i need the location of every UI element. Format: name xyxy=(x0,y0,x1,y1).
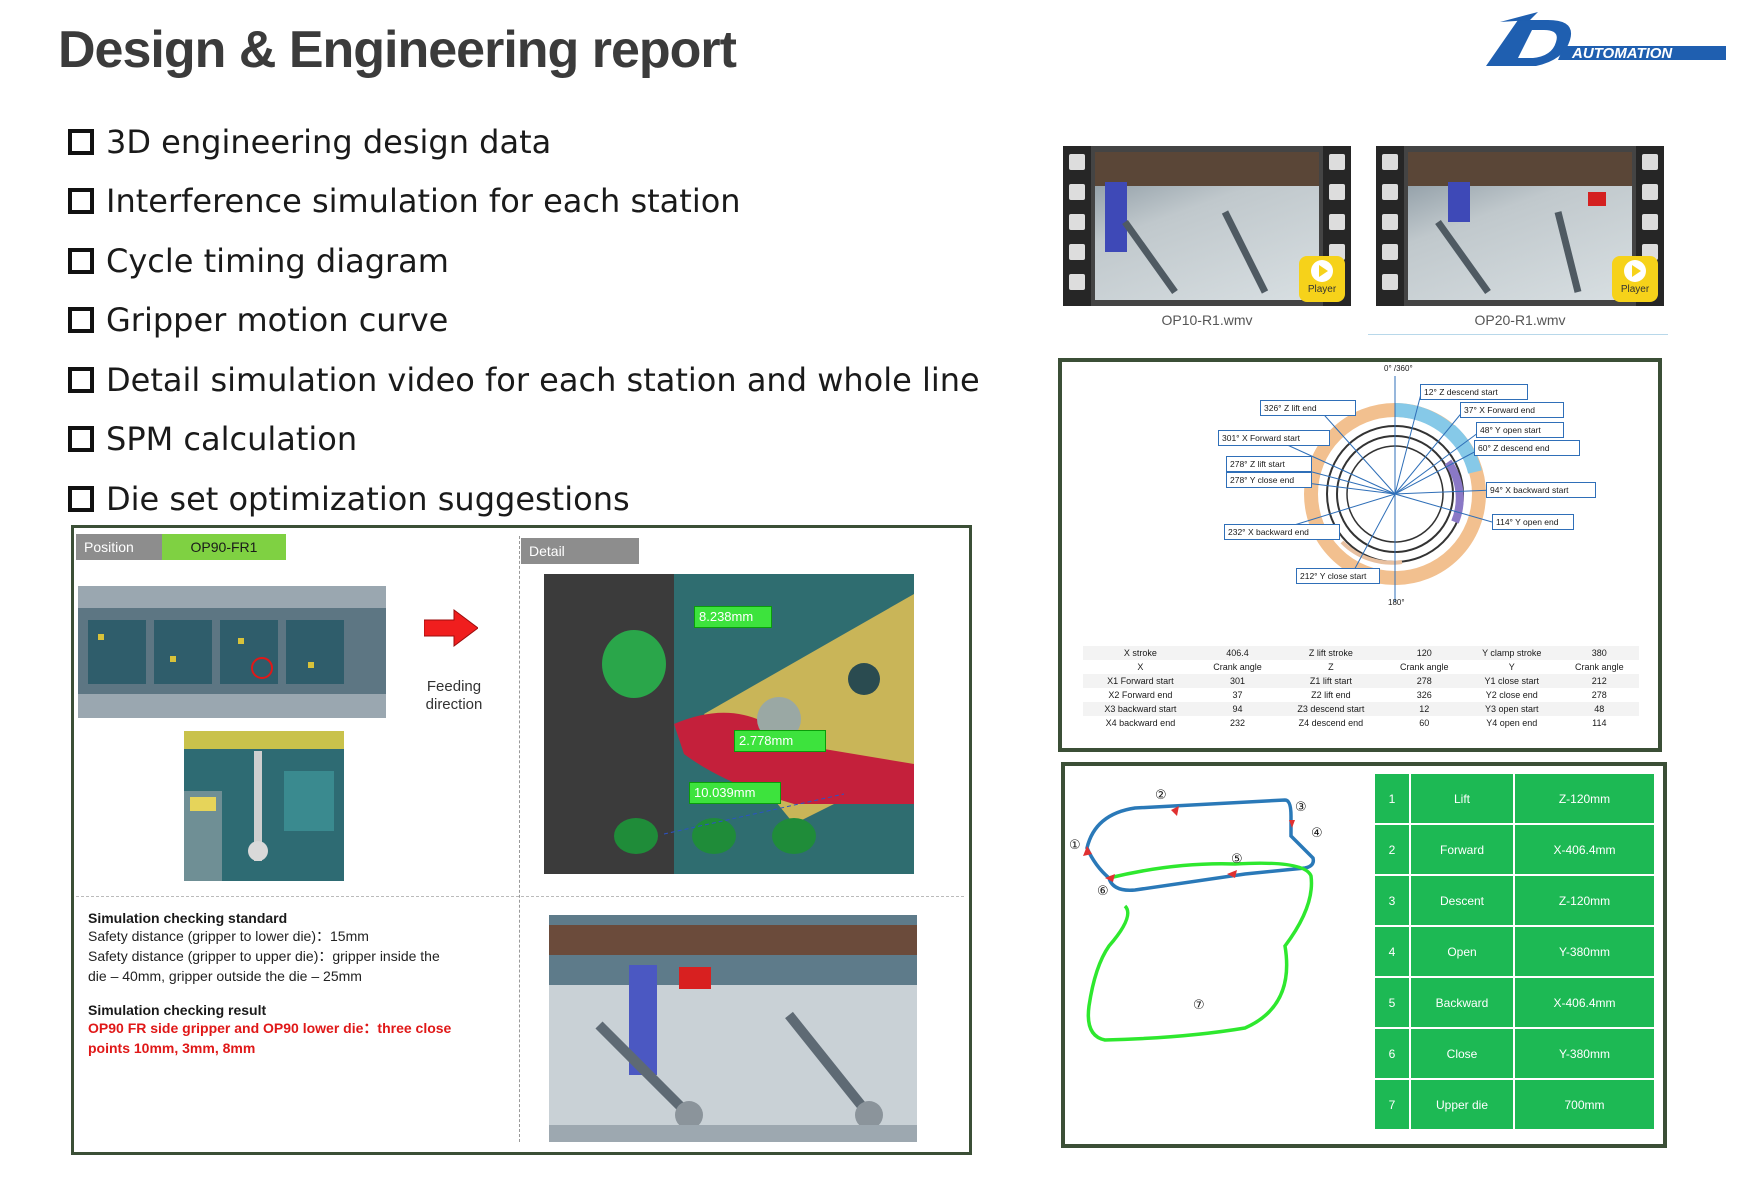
checkbox-icon xyxy=(68,128,94,155)
list-item: Gripper motion curve xyxy=(68,291,980,351)
timing-label: 60° Z descend end xyxy=(1474,440,1580,456)
timing-label: 301° X Forward start xyxy=(1218,430,1330,446)
timing-label: 114° Y open end xyxy=(1492,514,1574,530)
list-item: Cycle timing diagram xyxy=(68,231,980,291)
standard-line: die – 40mm, gripper outside the die – 25… xyxy=(88,968,362,984)
player-button[interactable]: Player xyxy=(1299,256,1345,302)
video-filename: OP20-R1.wmv xyxy=(1474,312,1566,328)
list-item: Detail simulation video for each station… xyxy=(68,350,980,410)
position-value: OP90-FR1 xyxy=(162,534,286,560)
video-frame xyxy=(1095,152,1319,300)
logo-text: AUTOMATION xyxy=(1571,45,1673,62)
standard-line: Safety distance (gripper to upper die)：g… xyxy=(88,948,440,964)
timing-label: 278° Y close end xyxy=(1226,472,1312,488)
checkbox-icon xyxy=(68,426,94,453)
angle-bottom-label: 180° xyxy=(1388,598,1405,607)
feature-list: 3D engineering design data Interference … xyxy=(68,112,980,529)
arrow-right-icon xyxy=(423,608,479,652)
result-title: Simulation checking result xyxy=(88,1002,267,1018)
motion-path xyxy=(1083,798,1316,1042)
checkbox-icon xyxy=(68,247,94,274)
divider xyxy=(1368,334,1668,335)
line-layout-image xyxy=(78,586,386,718)
video-filename: OP10-R1.wmv xyxy=(1161,312,1253,328)
detail-closeup-image: 8.238mm 2.778mm 10.039mm xyxy=(544,574,914,874)
checkbox-icon xyxy=(68,307,94,334)
step-marker: ① xyxy=(1069,838,1081,853)
step-marker: ⑤ xyxy=(1231,852,1243,867)
timing-label: 12° Z descend start xyxy=(1420,384,1528,400)
measurement-label: 10.039mm xyxy=(689,782,781,804)
angle-top-label: 0° /360° xyxy=(1384,364,1413,373)
timing-label: 48° Y open start xyxy=(1476,422,1564,438)
standard-title: Simulation checking standard xyxy=(88,910,288,926)
step-marker: ④ xyxy=(1311,826,1323,841)
step-marker: ⑦ xyxy=(1193,998,1205,1013)
company-logo: AUTOMATION xyxy=(1478,8,1726,74)
page-title: Design & Engineering report xyxy=(58,21,737,79)
result-line: OP90 FR side gripper and OP90 lower die：… xyxy=(88,1020,452,1036)
checkbox-icon xyxy=(68,366,94,393)
timing-label: 37° X Forward end xyxy=(1460,402,1564,418)
play-icon xyxy=(1311,260,1333,282)
timing-label: 326° Z lift end xyxy=(1260,400,1356,416)
position-tag: Position xyxy=(76,534,162,560)
timing-wheel xyxy=(1271,376,1495,602)
video-thumbnail[interactable]: Player xyxy=(1376,146,1664,306)
video-frame xyxy=(1408,152,1632,300)
station-detail-image xyxy=(184,731,344,881)
timing-label: 212° Y close start xyxy=(1296,568,1380,584)
cycle-timing-diagram: 0° /360° 180° 326° Z lift end 12° Z desc… xyxy=(1058,358,1662,752)
measurement-label: 2.778mm xyxy=(734,730,826,752)
list-item: Interference simulation for each station xyxy=(68,172,980,232)
checkbox-icon xyxy=(68,485,94,512)
list-item: 3D engineering design data xyxy=(68,112,980,172)
timing-label: 232° X backward end xyxy=(1224,524,1340,540)
detail-tag: Detail xyxy=(521,538,639,564)
interference-report-panel: Position OP90-FR1 Detail Feeding directi… xyxy=(71,525,972,1155)
divider xyxy=(519,536,521,1142)
play-icon xyxy=(1624,260,1646,282)
checkbox-icon xyxy=(68,188,94,215)
list-item: SPM calculation xyxy=(68,410,980,470)
player-button[interactable]: Player xyxy=(1612,256,1658,302)
step-marker: ② xyxy=(1155,788,1167,803)
step-marker: ③ xyxy=(1295,800,1307,815)
step-marker: ⑥ xyxy=(1097,884,1109,899)
simulation-notes: Simulation checking standard Safety dist… xyxy=(88,910,508,1058)
standard-line: Safety distance (gripper to lower die)：1… xyxy=(88,928,369,944)
feeding-direction-label: Feeding direction xyxy=(425,678,483,713)
divider xyxy=(76,896,964,898)
video-thumbnail[interactable]: Player xyxy=(1063,146,1351,306)
measurement-label: 8.238mm xyxy=(694,606,772,628)
gripper-3d-image xyxy=(549,915,917,1142)
timing-label: 94° X backward start xyxy=(1486,482,1596,498)
result-line: points 10mm, 3mm, 8mm xyxy=(88,1040,256,1056)
timing-label: 278° Z lift start xyxy=(1226,456,1312,472)
list-item: Die set optimization suggestions xyxy=(68,469,980,529)
